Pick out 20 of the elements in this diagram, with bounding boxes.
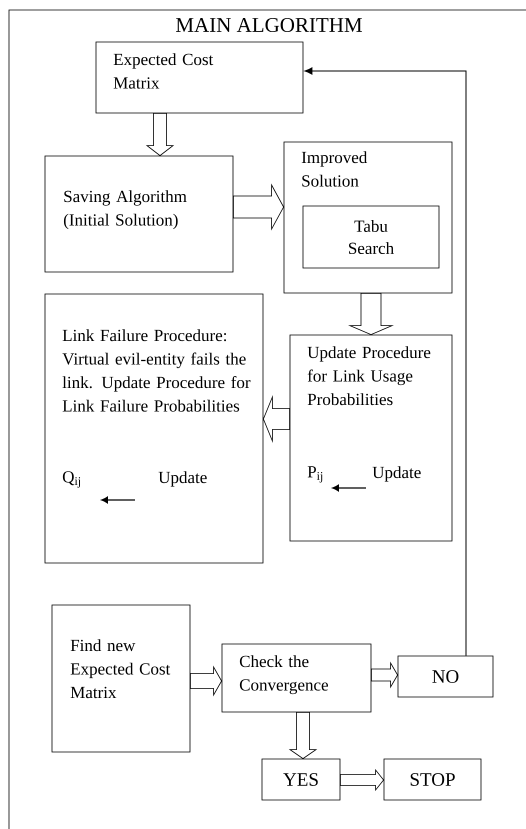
- block-arrow: [371, 662, 398, 688]
- process-box: Saving Algorithm (Initial Solution): [44, 156, 234, 272]
- process-box: YES: [262, 758, 340, 800]
- process-box: NO: [398, 656, 494, 698]
- block-arrow: [288, 712, 318, 760]
- process-box: Find new Expected Cost Matrix: [52, 604, 190, 752]
- block-arrow: [190, 666, 222, 696]
- title: MAIN ALGORITHM: [176, 18, 362, 32]
- block-arrow: [348, 293, 394, 336]
- process-box: STOP: [384, 758, 482, 800]
- process-box: Check the Convergence: [222, 644, 372, 712]
- process-box: Update Procedure for Link Usage Probabilities P$_{ij}$ Update: [290, 334, 452, 542]
- process-box: Link Failure Procedure: Virtual evil-entity fails the link. Update Procedure for Link Failure Probabilities Q$_{ij}$ Update: [44, 294, 264, 564]
- block-arrow: [146, 113, 174, 156]
- feedback-arrow: [304, 67, 466, 656]
- block-arrow: [262, 394, 290, 444]
- block-arrow: [233, 183, 284, 231]
- block-arrow: [340, 768, 384, 792]
- process-box: Expected Cost Matrix: [96, 42, 304, 114]
- process-box: Tabu Search: [302, 206, 440, 268]
